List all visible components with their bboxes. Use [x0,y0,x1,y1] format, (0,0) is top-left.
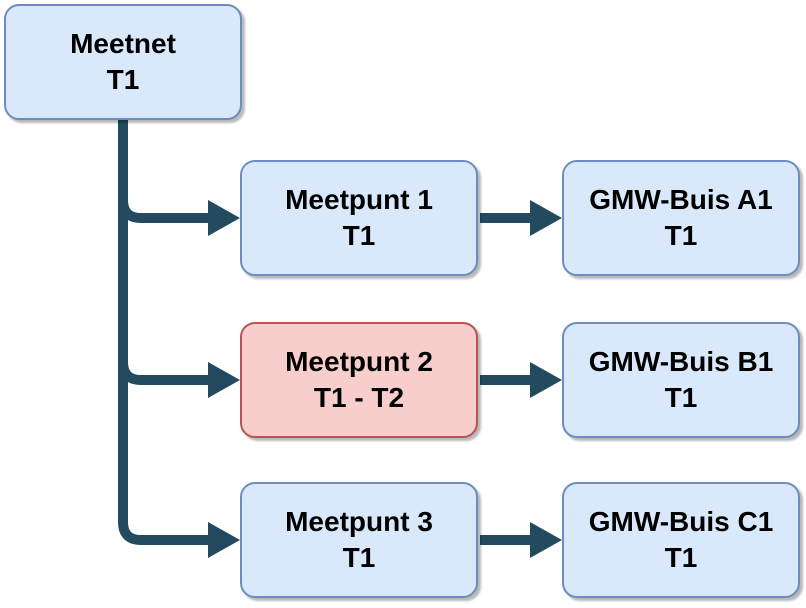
node-gmw-buis-b1: GMW-Buis B1 T1 [562,322,800,438]
node-period: T1 [664,220,698,251]
node-title: GMW-Buis C1 [588,506,774,537]
node-meetpunt-3: Meetpunt 3 T1 [240,482,478,598]
arrowhead-meetpunt-3 [208,522,240,558]
node-meetpunt-2-highlighted: Meetpunt 2 T1 - T2 [240,322,478,438]
node-meetpunt-1: Meetpunt 1 T1 [240,160,478,276]
node-title: Meetpunt 3 [285,506,433,537]
arrowhead-gmw-buis-b1 [530,362,562,398]
edge-meetnet-to-meetpunt-1 [118,199,208,223]
node-period: T1 [342,542,376,573]
arrowhead-meetpunt-1 [208,200,240,236]
node-meetnet: Meetnet T1 [4,4,242,120]
arrowhead-gmw-buis-a1 [530,200,562,236]
node-gmw-buis-a1: GMW-Buis A1 T1 [562,160,800,276]
node-title: Meetpunt 2 [285,346,433,377]
node-period: T1 - T2 [313,382,405,413]
edge-meetnet-to-meetpunt-3 [118,120,208,545]
arrowhead-meetpunt-2 [208,362,240,398]
node-title: GMW-Buis A1 [589,184,773,215]
node-period: T1 [106,64,140,95]
node-title: GMW-Buis B1 [588,346,774,377]
node-period: T1 [342,220,376,251]
node-gmw-buis-c1: GMW-Buis C1 T1 [562,482,800,598]
node-title: Meetnet [70,28,176,59]
node-period: T1 [664,382,698,413]
node-title: Meetpunt 1 [285,184,433,215]
node-period: T1 [664,542,698,573]
edge-meetnet-to-meetpunt-2 [118,361,208,385]
arrowhead-gmw-buis-c1 [530,522,562,558]
